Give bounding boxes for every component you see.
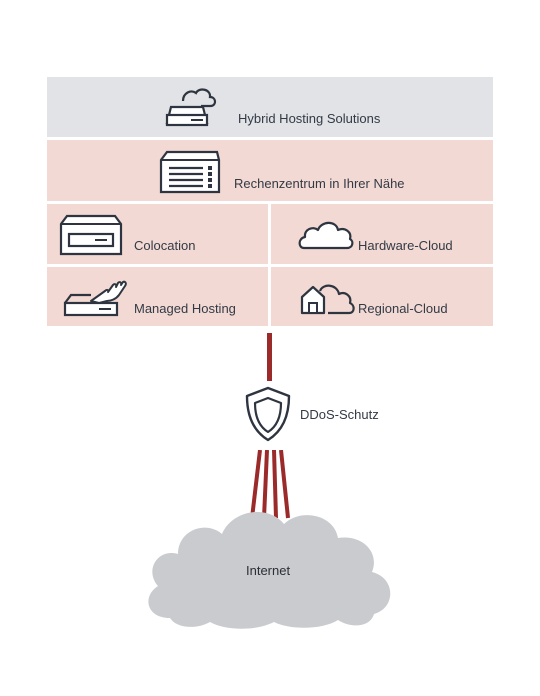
server-cloud-icon bbox=[163, 83, 219, 129]
managed-hosting-cell: Managed Hosting bbox=[47, 267, 268, 326]
hybrid-hosting-label: Hybrid Hosting Solutions bbox=[238, 111, 381, 126]
internet-label: Internet bbox=[246, 563, 291, 578]
regional-cloud-label: Regional-Cloud bbox=[358, 301, 448, 316]
hardware-cloud-label: Hardware-Cloud bbox=[358, 238, 453, 253]
hardware-cloud-cell: Hardware-Cloud bbox=[271, 204, 493, 264]
server-box-icon bbox=[59, 214, 123, 256]
server-hand-icon bbox=[61, 277, 129, 317]
connector-line bbox=[262, 450, 269, 519]
connector-line bbox=[267, 333, 272, 381]
server-rack-icon bbox=[159, 150, 221, 194]
regional-cloud-cell: Regional-Cloud bbox=[271, 267, 493, 326]
cloud-icon bbox=[298, 218, 354, 252]
colocation-label: Colocation bbox=[134, 238, 196, 253]
datacenter-band: Rechenzentrum in Ihrer Nähe bbox=[47, 140, 493, 201]
managed-hosting-label: Managed Hosting bbox=[134, 301, 236, 316]
house-cloud-icon bbox=[298, 277, 356, 317]
shield-internet-connectors bbox=[250, 450, 290, 519]
ddos-label: DDoS-Schutz bbox=[300, 407, 379, 422]
internet-cloud bbox=[148, 511, 391, 629]
datacenter-label: Rechenzentrum in Ihrer Nähe bbox=[234, 176, 405, 191]
shield-icon bbox=[243, 386, 293, 442]
connector-line bbox=[279, 450, 290, 519]
hybrid-hosting-band: Hybrid Hosting Solutions bbox=[47, 77, 493, 137]
colocation-cell: Colocation bbox=[47, 204, 268, 264]
connector-line bbox=[272, 450, 278, 519]
connector-line bbox=[250, 450, 262, 519]
